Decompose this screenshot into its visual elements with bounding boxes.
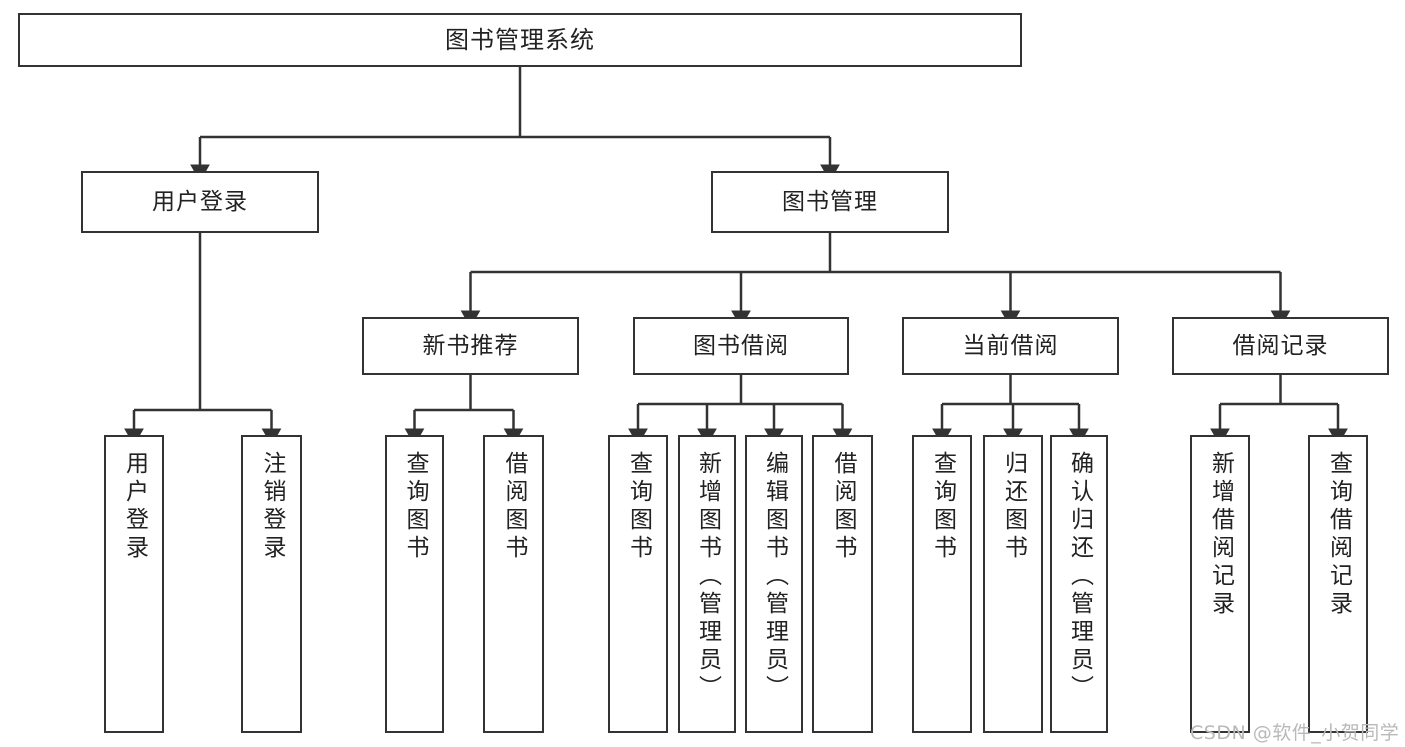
node-label: 归还图书 [1000, 451, 1027, 563]
node-leaf-return-book[interactable]: 归还图书 [983, 435, 1043, 733]
node-leaf-add-record[interactable]: 新增借阅记录 [1190, 435, 1250, 733]
node-label: 用户登录 [121, 451, 148, 563]
node-label: 编辑图书（管理员） [761, 451, 788, 703]
node-label: 当前借阅 [962, 332, 1059, 359]
node-leaf-edit-book[interactable]: 编辑图书（管理员） [745, 435, 803, 733]
node-label: 注销登录 [259, 451, 285, 563]
node-label: 确认归还（管理员） [1066, 451, 1093, 703]
node-label: 新书推荐 [422, 332, 519, 359]
node-leaf-borrow-book-2[interactable]: 借阅图书 [812, 435, 873, 733]
node-label: 图书借阅 [693, 332, 789, 359]
node-leaf-query-book-1[interactable]: 查询图书 [385, 435, 444, 733]
node-label: 图书管理 [782, 188, 878, 215]
node-current-borrow[interactable]: 当前借阅 [902, 317, 1119, 375]
node-label: 借阅图书 [830, 451, 856, 563]
node-leaf-confirm-return[interactable]: 确认归还（管理员） [1050, 435, 1108, 733]
node-label: 查询图书 [929, 451, 956, 563]
connector-lines [124, 67, 1348, 446]
node-leaf-query-record[interactable]: 查询借阅记录 [1308, 435, 1368, 733]
node-leaf-borrow-book-1[interactable]: 借阅图书 [483, 435, 544, 733]
node-user-login[interactable]: 用户登录 [81, 171, 319, 233]
node-book-manage[interactable]: 图书管理 [711, 171, 949, 233]
csdn-watermark: CSDN @软件_小贺同学 [1190, 722, 1400, 744]
node-label: 图书管理系统 [445, 26, 595, 54]
node-borrow-record[interactable]: 借阅记录 [1172, 317, 1389, 375]
node-label: 用户登录 [152, 188, 248, 215]
node-leaf-logout[interactable]: 注销登录 [241, 435, 302, 733]
node-leaf-query-book-3[interactable]: 查询图书 [912, 435, 972, 733]
node-label: 新增图书（管理员） [694, 451, 721, 703]
node-leaf-query-book-2[interactable]: 查询图书 [608, 435, 668, 733]
node-leaf-add-book[interactable]: 新增图书（管理员） [678, 435, 736, 733]
node-label: 借阅图书 [501, 451, 527, 563]
node-book-borrow[interactable]: 图书借阅 [633, 317, 849, 375]
node-label: 查询借阅记录 [1325, 451, 1352, 619]
node-label: 借阅记录 [1232, 332, 1329, 359]
node-label: 查询图书 [402, 451, 428, 563]
node-new-book-recommend[interactable]: 新书推荐 [362, 317, 579, 375]
node-label: 查询图书 [625, 451, 652, 563]
node-leaf-user-login[interactable]: 用户登录 [104, 435, 164, 733]
node-root[interactable]: 图书管理系统 [18, 13, 1022, 67]
node-label: 新增借阅记录 [1207, 451, 1234, 619]
